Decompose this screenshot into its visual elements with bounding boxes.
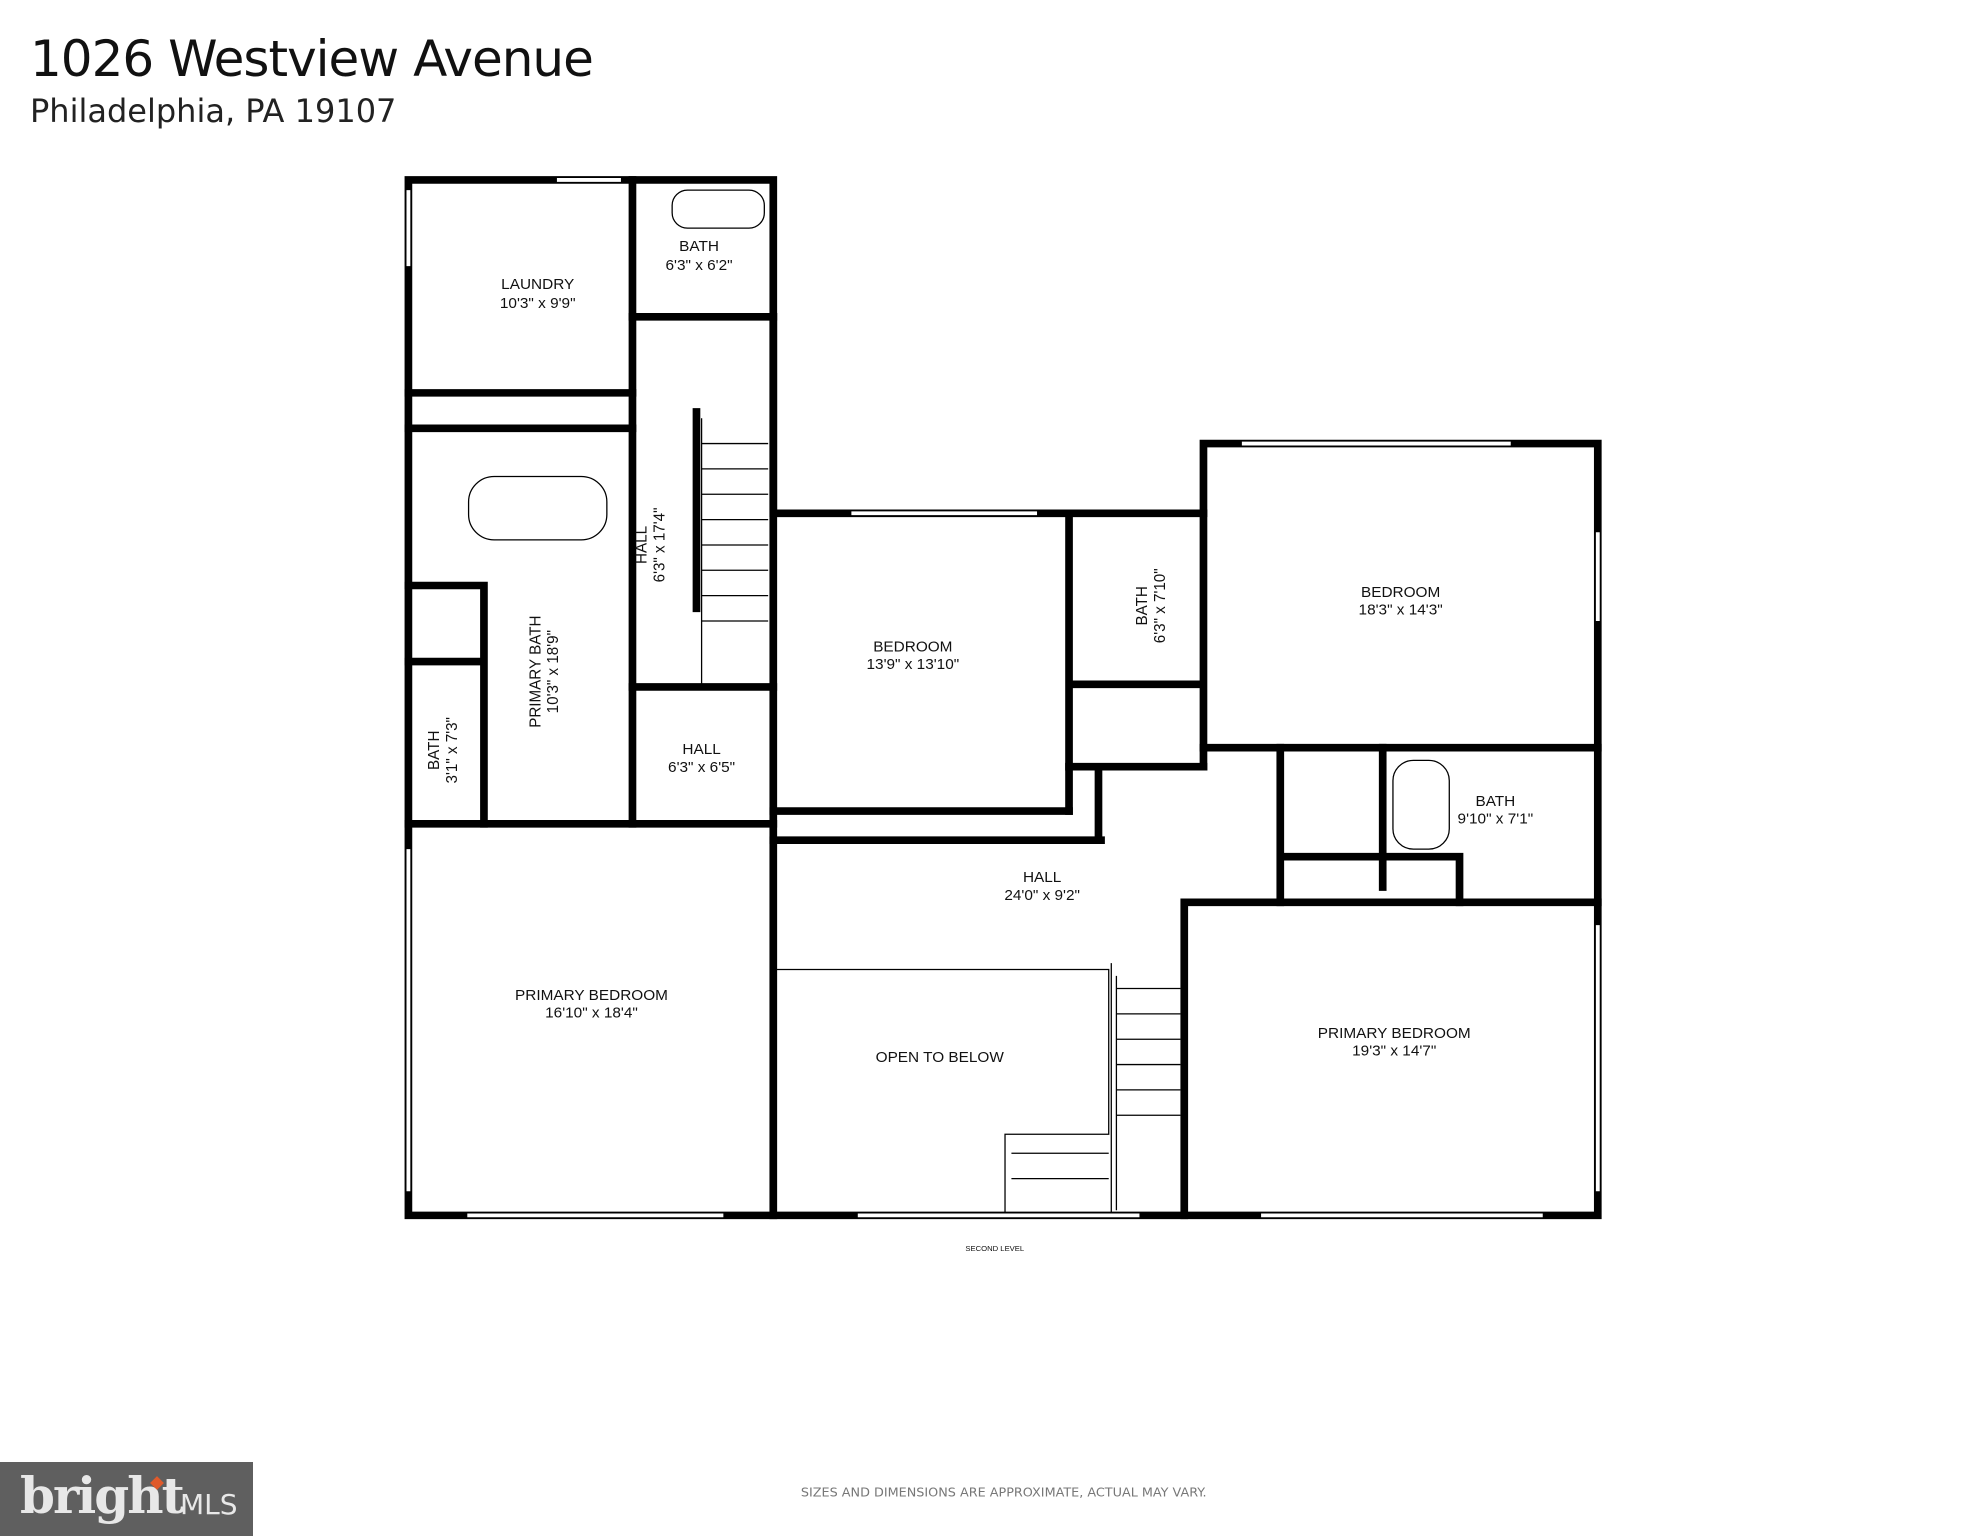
- room-dims: 19'3" x 14'7": [1352, 1043, 1436, 1060]
- room-dims: 6'3" x 17'4": [651, 508, 668, 583]
- room-name: OPEN TO BELOW: [876, 1049, 1005, 1066]
- room-name: HALL: [1023, 869, 1061, 886]
- room-name: BATH: [1475, 793, 1515, 810]
- room-name: PRIMARY BEDROOM: [1318, 1025, 1471, 1042]
- bathtub: [467, 475, 608, 541]
- room-dims: 6'3" x 7'10": [1152, 568, 1169, 643]
- room-name: HALL: [633, 526, 650, 564]
- room-name: PRIMARY BATH: [527, 616, 544, 728]
- room-name: HALL: [682, 741, 720, 758]
- room-name: LAUNDRY: [501, 276, 574, 293]
- windows: [406, 178, 1600, 1218]
- room-name: BATH: [679, 238, 719, 255]
- room-dims: 9'10" x 7'1": [1458, 811, 1534, 828]
- room-name: BEDROOM: [873, 638, 952, 655]
- room-dims: 18'3" x 14'3": [1359, 602, 1443, 619]
- property-city: Philadelphia, PA 19107: [30, 92, 397, 130]
- room-dims: 24'0" x 9'2": [1004, 887, 1080, 904]
- room-dims: 6'3" x 6'2": [665, 257, 732, 274]
- stairs: [700, 418, 1181, 1211]
- bathtub: [1392, 759, 1450, 850]
- room-dims: 6'3" x 6'5": [668, 759, 735, 776]
- room-name: BATH: [1134, 586, 1151, 625]
- room-name: BATH: [426, 731, 443, 770]
- room-dims: 10'3" x 18'9": [545, 630, 562, 713]
- room-dims: 16'10" x 18'4": [545, 1005, 638, 1022]
- disclaimer: SIZES AND DIMENSIONS ARE APPROXIMATE, AC…: [801, 1486, 1207, 1501]
- room-dims: 3'1" x 7'3": [444, 717, 461, 783]
- level-label: SECOND LEVEL: [965, 1244, 1024, 1253]
- room-dims: 10'3" x 9'9": [500, 295, 576, 312]
- room-dims: 13'9" x 13'10": [866, 656, 959, 673]
- walls: [404, 176, 1602, 1220]
- room-name: PRIMARY BEDROOM: [515, 987, 668, 1004]
- bathtub: [671, 189, 765, 229]
- room-name: BEDROOM: [1361, 584, 1440, 601]
- property-address: 1026 Westview Avenue: [30, 30, 594, 88]
